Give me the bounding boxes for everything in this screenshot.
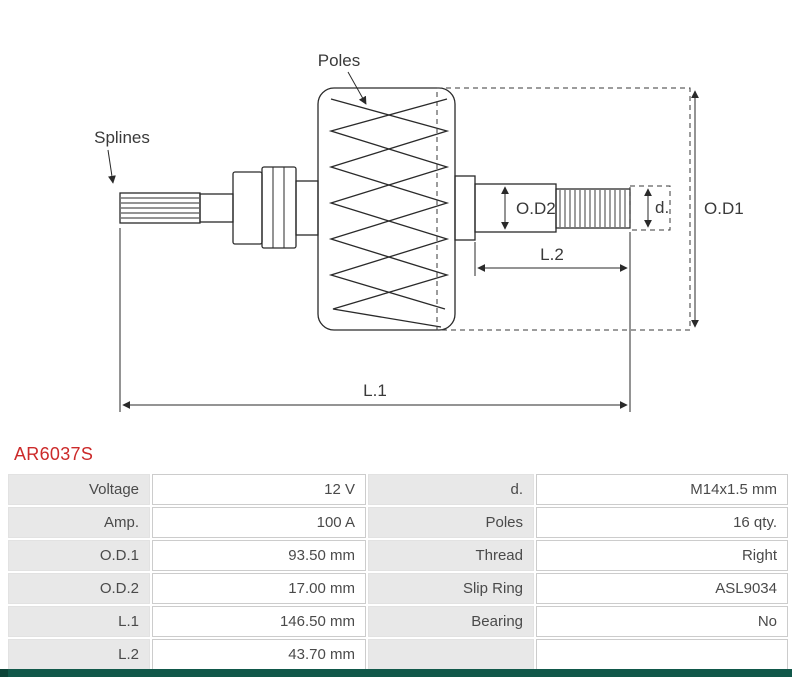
spec-value: 100 A bbox=[152, 507, 366, 538]
l2-label: L.2 bbox=[540, 245, 564, 264]
spec-label: Bearing bbox=[368, 606, 534, 637]
spec-label: Thread bbox=[368, 540, 534, 571]
spec-label: O.D.1 bbox=[8, 540, 150, 571]
spec-value: 12 V bbox=[152, 474, 366, 505]
spec-value bbox=[536, 639, 788, 670]
rotor-diagram-svg: Poles Splines O.D2 O.D1 d. L.2 L.1 bbox=[94, 51, 744, 412]
footer-corner-square bbox=[0, 669, 8, 677]
spline-hatch bbox=[121, 197, 199, 219]
thread-end bbox=[555, 188, 631, 229]
spec-label: L.2 bbox=[8, 639, 150, 670]
footer-bar bbox=[8, 669, 792, 677]
thread-hatch bbox=[559, 190, 626, 227]
spec-value: 16 qty. bbox=[536, 507, 788, 538]
spec-label: Amp. bbox=[8, 507, 150, 538]
left-shaft bbox=[199, 193, 234, 223]
right-block bbox=[454, 175, 476, 241]
thread-dashed-box bbox=[629, 185, 671, 231]
rotor-diagram: Poles Splines O.D2 O.D1 d. L.2 L.1 bbox=[94, 51, 744, 412]
spec-value: 43.70 mm bbox=[152, 639, 366, 670]
l1-label: L.1 bbox=[363, 381, 387, 400]
d-label: d. bbox=[655, 198, 669, 217]
spec-value: ASL9034 bbox=[536, 573, 788, 604]
poles-leader bbox=[347, 71, 367, 105]
spec-label bbox=[368, 639, 534, 670]
spec-label: O.D.2 bbox=[8, 573, 150, 604]
collar bbox=[232, 171, 263, 245]
spec-label: L.1 bbox=[8, 606, 150, 637]
od1-label: O.D1 bbox=[704, 199, 744, 218]
spec-value: Right bbox=[536, 540, 788, 571]
dashed-envelope bbox=[436, 87, 691, 331]
spec-label: d. bbox=[368, 474, 534, 505]
part-number: AR6037S bbox=[14, 444, 94, 464]
dimension-lines bbox=[107, 71, 699, 412]
spec-value: 93.50 mm bbox=[152, 540, 366, 571]
spec-value: 146.50 mm bbox=[152, 606, 366, 637]
connector bbox=[295, 180, 319, 236]
spec-value: 17.00 mm bbox=[152, 573, 366, 604]
spec-value: M14x1.5 mm bbox=[536, 474, 788, 505]
splines-label: Splines bbox=[94, 128, 150, 147]
extension-lines bbox=[119, 228, 631, 412]
od2-label: O.D2 bbox=[516, 199, 556, 218]
spec-label: Slip Ring bbox=[368, 573, 534, 604]
rotor-outline bbox=[119, 87, 631, 331]
splines-leader bbox=[107, 149, 116, 184]
spec-label: Poles bbox=[368, 507, 534, 538]
spec-label: Voltage bbox=[8, 474, 150, 505]
pole-claws-b bbox=[328, 98, 450, 310]
slip-rings bbox=[261, 166, 297, 249]
slip-ring-lines bbox=[272, 167, 285, 248]
spec-value: No bbox=[536, 606, 788, 637]
poles-label: Poles bbox=[318, 51, 361, 70]
